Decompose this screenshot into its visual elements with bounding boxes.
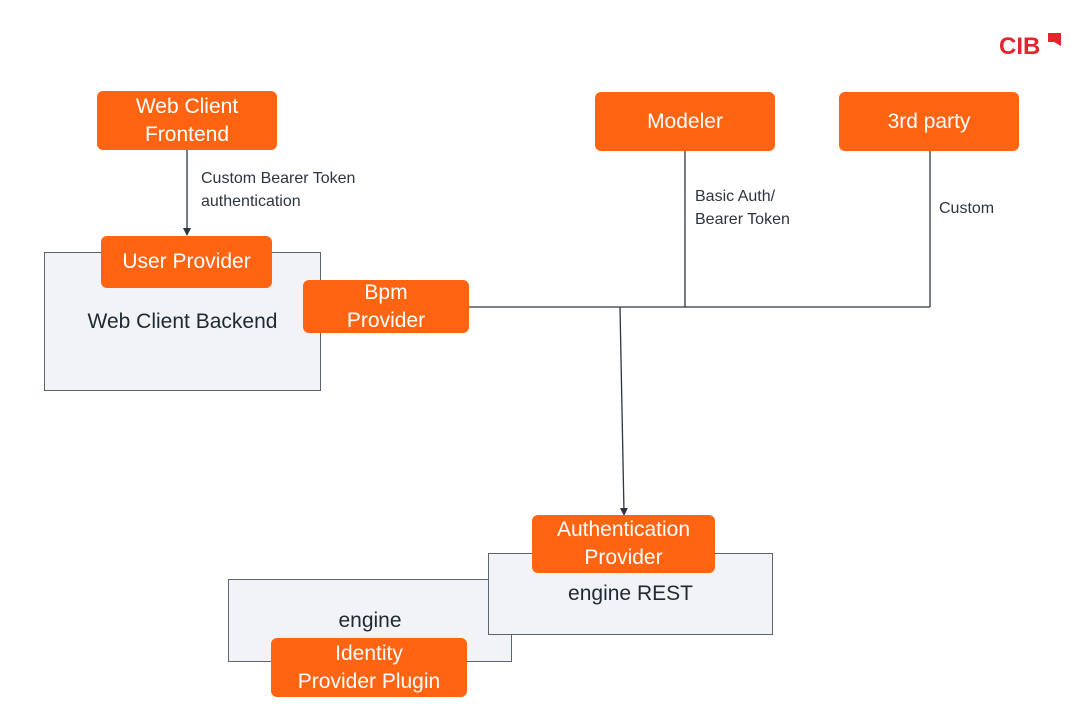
engine-label: engine — [338, 609, 402, 632]
web-client-backend-label: Web Client Backend — [87, 310, 278, 333]
custom-bearer-token-label: Custom Bearer Token authentication — [201, 170, 356, 210]
identity-provider-plugin-node[interactable]: Identity Provider Plugin — [271, 638, 467, 697]
basic-auth-bearer-token-label: Basic Auth/ Bearer Token — [695, 188, 790, 228]
user-provider-node[interactable]: User Provider — [101, 236, 272, 288]
engine-rest-label: engine REST — [568, 582, 693, 605]
custom-label: Custom — [939, 200, 995, 217]
cib-logo-text: CIB — [999, 33, 1041, 60]
bus-to-authentication-provider-arrow — [619, 306, 628, 516]
third-party-node[interactable]: 3rd party — [839, 92, 1019, 151]
web-client-frontend-node[interactable]: Web Client Frontend — [97, 91, 277, 150]
cib-logo-mark-icon — [1048, 33, 1061, 46]
bpm-provider-node[interactable]: Bpm Provider — [303, 280, 469, 333]
modeler-node[interactable]: Modeler — [595, 92, 775, 151]
authentication-provider-node[interactable]: Authentication Provider — [532, 515, 715, 573]
